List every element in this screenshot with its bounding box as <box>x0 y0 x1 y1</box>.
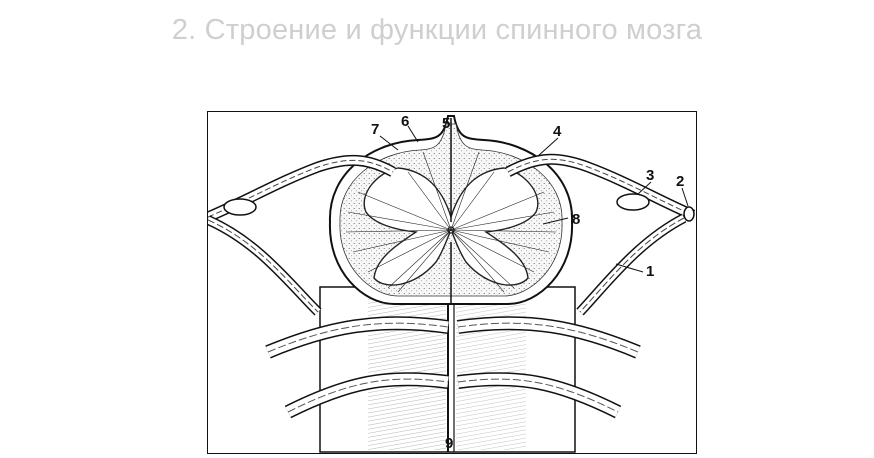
left-dorsal-root <box>208 154 396 316</box>
label-5: 5 <box>442 115 450 132</box>
lower-nerve-bundles <box>265 316 641 419</box>
label-8: 8 <box>572 211 580 228</box>
label-9: 9 <box>445 435 453 452</box>
label-7: 7 <box>371 121 379 138</box>
spinal-cord-figure: 1 2 3 4 5 6 7 8 9 <box>207 111 697 454</box>
label-2: 2 <box>676 173 684 190</box>
cross-section <box>328 115 574 305</box>
label-3: 3 <box>646 167 654 184</box>
right-dorsal-root <box>505 153 696 316</box>
label-6: 6 <box>401 113 409 130</box>
leader-lines <box>379 125 689 273</box>
slide-title: 2. Строение и функции спинного мозга <box>171 14 703 46</box>
fibre-lines <box>345 151 557 293</box>
label-4: 4 <box>553 123 562 140</box>
spinal-cord-illustration: 1 2 3 4 5 6 7 8 9 <box>208 113 696 453</box>
label-1: 1 <box>646 263 654 280</box>
